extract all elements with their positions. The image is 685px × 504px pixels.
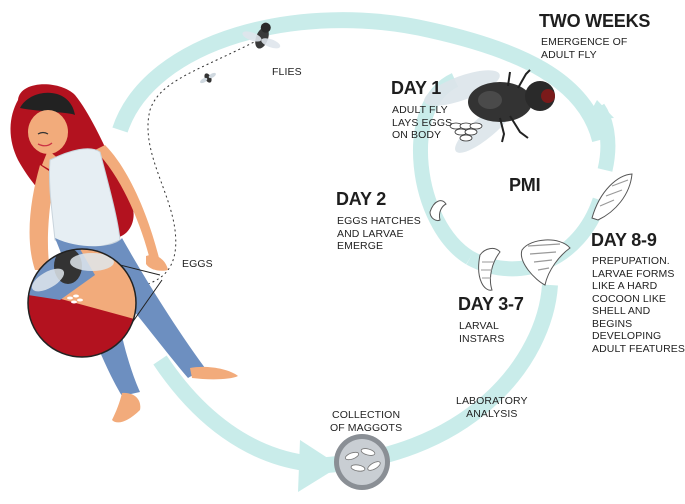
large-larva-icon [520,239,571,286]
day2-text: EGGS HATCHES AND LARVAE EMERGE [337,215,421,252]
outer-arrowhead [298,440,340,492]
day3-7-title: DAY 3-7 [458,294,524,314]
day1-text: ADULT FLY LAYS EGGS ON BODY [392,104,453,141]
day1-title: DAY 1 [391,78,442,98]
hand [146,254,168,271]
larva-icon [478,247,501,291]
zoom-line-top [119,264,161,276]
small-fly-icon [200,72,216,84]
arm-left [29,165,55,270]
arm-right [95,145,160,262]
eggs-label: EGGS [182,258,213,270]
hair-top [20,92,75,115]
flies-label: FLIES [272,66,302,78]
eggs-icon [449,122,483,142]
zoom-circle [27,248,137,358]
face [28,110,68,154]
pupa-icon [591,173,633,221]
flying-fly-icon [242,22,281,49]
day3-7-text: LARVAL INSTARS [459,320,505,345]
two-weeks-text: EMERGENCE OF ADULT FLY [541,36,628,61]
fly-flight-path [144,39,259,286]
foot-right [190,366,238,380]
day8-9-title: DAY 8-9 [591,230,657,250]
collection-of-maggots-label: COLLECTION OF MAGGOTS [330,409,403,434]
tank-top [48,148,121,248]
pmi-center-label: PMI [509,175,541,195]
laboratory-analysis-label: LABORATORY ANALYSIS [456,395,528,420]
egg-cluster-icon [67,294,83,304]
day8-9-text: PREPUPATION. LARVAE FORMS LIKE A HARD CO… [592,255,685,355]
two-weeks-title: TWO WEEKS [539,11,651,31]
woman-illustration [10,84,238,423]
inner-arrowhead [586,100,614,120]
small-larva-icon [429,200,447,221]
day2-title: DAY 2 [336,189,387,209]
maggot-dish-icon [334,434,390,490]
foot-left [112,392,141,423]
